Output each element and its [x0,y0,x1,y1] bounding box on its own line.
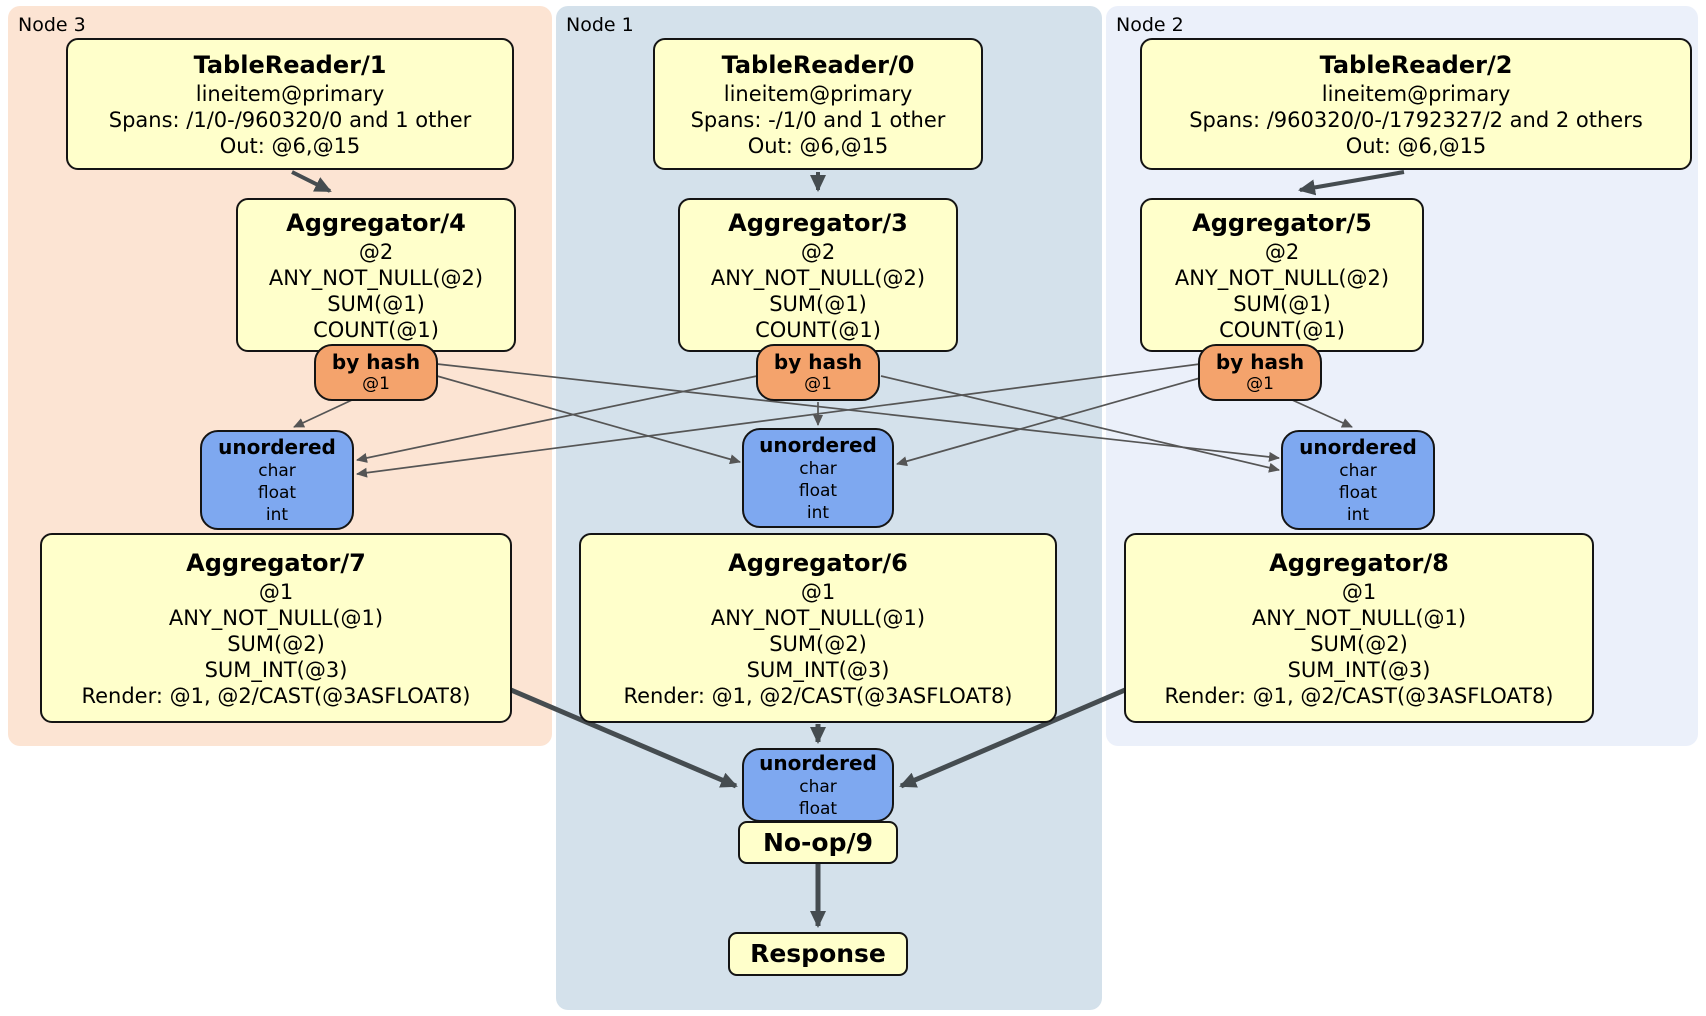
box-line: int [806,503,830,523]
aggregator-8-title: Aggregator/8 [1269,548,1449,577]
box-line: SUM(@1) [1233,291,1331,316]
unordered-sync-node3: unordered char float int [200,430,354,530]
box-line: @1 [1246,374,1274,394]
aggregator-6-box: Aggregator/6 @1 ANY_NOT_NULL(@1) SUM(@2)… [579,533,1057,723]
sync-title: unordered [218,435,336,459]
box-line: SUM_INT(@3) [1287,657,1431,682]
box-line: @1 [258,579,294,604]
box-line: char [258,461,296,481]
unordered-sync-node2: unordered char float int [1281,430,1435,530]
box-line: ANY_NOT_NULL(@1) [710,605,926,630]
tablereader-2-box: TableReader/2 lineitem@primary Spans: /9… [1140,38,1692,170]
node3-label: Node 3 [18,14,86,36]
response-title: Response [750,939,886,968]
box-line: ANY_NOT_NULL(@2) [1174,265,1390,290]
aggregator-3-title: Aggregator/3 [728,208,908,237]
box-line: ANY_NOT_NULL(@2) [710,265,926,290]
aggregator-4-box: Aggregator/4 @2 ANY_NOT_NULL(@2) SUM(@1)… [236,198,516,352]
aggregator-7-box: Aggregator/7 @1 ANY_NOT_NULL(@1) SUM(@2)… [40,533,512,723]
hash-router-node3: by hash @1 [314,344,438,401]
box-line: @1 [362,374,390,394]
box-line: int [265,505,289,525]
box-line: Out: @6,@15 [747,133,889,158]
noop-9-title: No-op/9 [762,827,874,857]
aggregator-5-box: Aggregator/5 @2 ANY_NOT_NULL(@2) SUM(@1)… [1140,198,1424,352]
aggregator-5-title: Aggregator/5 [1192,208,1372,237]
sync-title: unordered [1299,435,1417,459]
aggregator-6-title: Aggregator/6 [728,548,908,577]
box-line: SUM(@2) [1310,631,1408,656]
box-line: Render: @1, @2/CAST(@3ASFLOAT8) [1164,683,1554,708]
unordered-sync-node1: unordered char float int [742,428,894,528]
box-line: SUM_INT(@3) [746,657,890,682]
box-line: COUNT(@1) [755,317,881,342]
hash-router-title: by hash [331,350,421,374]
box-line: lineitem@primary [723,81,913,106]
aggregator-7-title: Aggregator/7 [186,548,366,577]
sync-title: unordered [759,751,877,775]
box-line: COUNT(@1) [313,317,439,342]
box-line: float [798,799,838,819]
box-line: ANY_NOT_NULL(@1) [168,605,384,630]
box-line: @1 [1341,579,1377,604]
box-line: float [798,481,838,501]
tablereader-1-title: TableReader/1 [193,50,387,79]
aggregator-4-title: Aggregator/4 [286,208,466,237]
tablereader-1-box: TableReader/1 lineitem@primary Spans: /1… [66,38,514,170]
box-line: ANY_NOT_NULL(@1) [1251,605,1467,630]
box-line: SUM(@2) [227,631,325,656]
box-line: lineitem@primary [1321,81,1511,106]
box-line: COUNT(@1) [1219,317,1345,342]
tablereader-0-title: TableReader/0 [721,50,915,79]
hash-router-title: by hash [773,350,863,374]
response-box: Response [728,932,908,976]
box-line: @1 [800,579,836,604]
final-unordered-sync: unordered char float [742,748,894,822]
box-line: float [257,483,297,503]
box-line: char [1339,461,1377,481]
node1-label: Node 1 [566,14,634,36]
box-line: @1 [804,374,832,394]
box-line: Spans: /1/0-/960320/0 and 1 other [108,107,472,132]
box-line: @2 [358,239,394,264]
box-line: SUM_INT(@3) [204,657,348,682]
box-line: char [799,459,837,479]
box-line: ANY_NOT_NULL(@2) [268,265,484,290]
box-line: @2 [800,239,836,264]
box-line: lineitem@primary [195,81,385,106]
box-line: SUM(@2) [769,631,867,656]
hash-router-node2: by hash @1 [1198,344,1322,401]
hash-router-title: by hash [1215,350,1305,374]
box-line: Render: @1, @2/CAST(@3ASFLOAT8) [81,683,471,708]
box-line: Spans: /960320/0-/1792327/2 and 2 others [1189,107,1643,132]
sync-title: unordered [759,433,877,457]
box-line: SUM(@1) [769,291,867,316]
box-line: Out: @6,@15 [219,133,361,158]
aggregator-3-box: Aggregator/3 @2 ANY_NOT_NULL(@2) SUM(@1)… [678,198,958,352]
tablereader-0-box: TableReader/0 lineitem@primary Spans: -/… [653,38,983,170]
aggregator-8-box: Aggregator/8 @1 ANY_NOT_NULL(@1) SUM(@2)… [1124,533,1594,723]
noop-9-box: No-op/9 [738,821,898,864]
node2-label: Node 2 [1116,14,1184,36]
box-line: SUM(@1) [327,291,425,316]
box-line: Spans: -/1/0 and 1 other [690,107,946,132]
box-line: float [1338,483,1378,503]
box-line: int [1346,505,1370,525]
box-line: @2 [1264,239,1300,264]
box-line: Render: @1, @2/CAST(@3ASFLOAT8) [623,683,1013,708]
box-line: char [799,777,837,797]
hash-router-node1: by hash @1 [756,344,880,401]
tablereader-2-title: TableReader/2 [1319,50,1513,79]
box-line: Out: @6,@15 [1345,133,1487,158]
